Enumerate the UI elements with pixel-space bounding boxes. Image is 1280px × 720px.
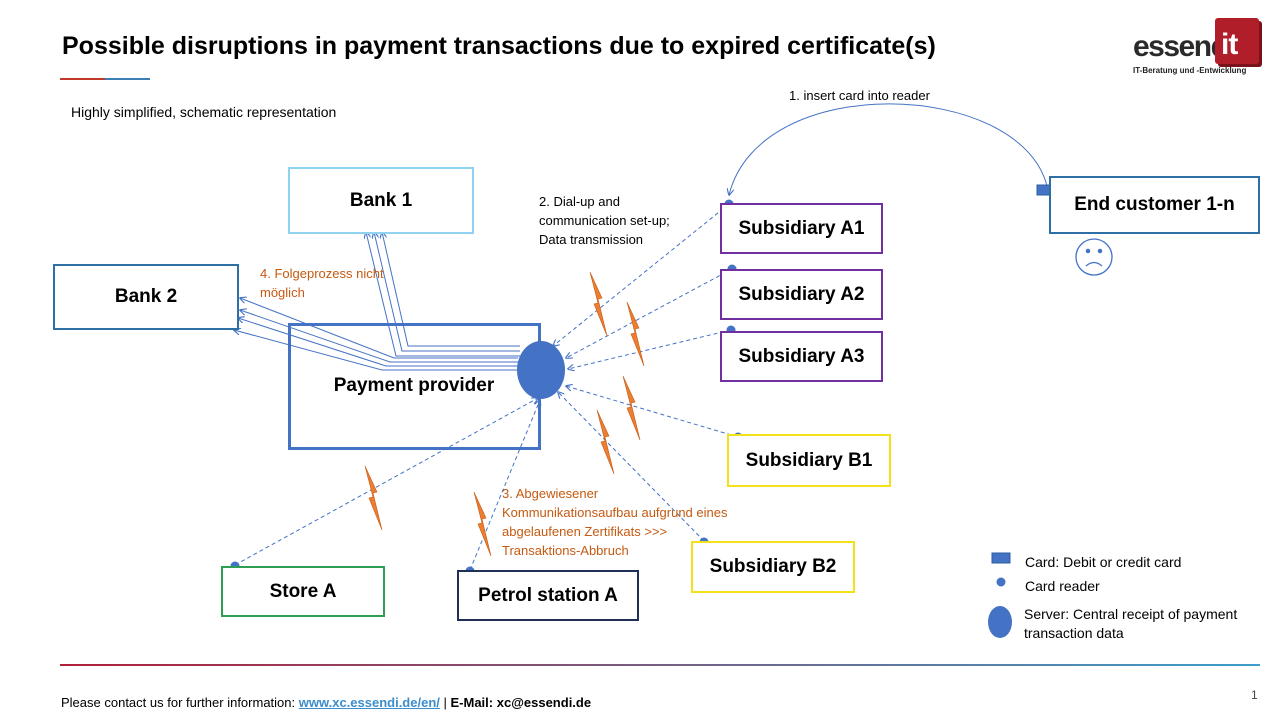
node-end-customer: End customer 1-n xyxy=(1049,176,1260,234)
line-bank1-3 xyxy=(366,232,520,357)
lightning-icon xyxy=(596,409,615,475)
dashed-connections xyxy=(234,203,739,571)
lines-to-bank1 xyxy=(366,232,520,357)
node-subsidiary-a1: Subsidiary A1 xyxy=(720,203,883,254)
node-store-a: Store A xyxy=(221,566,385,617)
node-petrol-station-a: Petrol station A xyxy=(457,570,639,621)
lightning-icon xyxy=(626,301,645,367)
footer-divider xyxy=(60,664,1260,666)
legend-server-label: Server: Central receipt of payment trans… xyxy=(1024,606,1238,641)
lightning-icon xyxy=(364,465,383,531)
title-underline xyxy=(60,78,150,80)
legend-reader-label: Card reader xyxy=(1025,578,1100,594)
footer-website-link[interactable]: www.xc.essendi.de/en/ xyxy=(298,695,440,710)
step-4-label: 4. Folgeprozess nicht möglich xyxy=(260,266,384,300)
lightning-icon xyxy=(622,375,641,441)
page-number: 1 xyxy=(1251,688,1258,702)
legend-card-label: Card: Debit or credit card xyxy=(1025,554,1182,570)
node-payment-provider: Payment provider xyxy=(333,375,495,396)
insert-card-arc xyxy=(729,103,1048,195)
logo-it-badge: it xyxy=(1215,18,1259,64)
line-bank2-3 xyxy=(238,318,518,367)
footer-email-label: E-Mail: xyxy=(450,695,494,710)
step-2-label: 2. Dial-up and communication set-up; Dat… xyxy=(539,194,670,247)
step-3-label: 3. Abgewiesener Kommunikationsaufbau auf… xyxy=(502,486,728,558)
node-payment-provider-frame xyxy=(288,323,541,450)
line-bank1-1 xyxy=(382,232,520,347)
node-subsidiary-a3: Subsidiary A3 xyxy=(720,331,883,382)
link-a2 xyxy=(566,268,733,358)
subtitle: Highly simplified, schematic representat… xyxy=(71,104,337,120)
link-a1 xyxy=(553,203,730,346)
link-petrol-a xyxy=(469,400,540,571)
server-icon xyxy=(517,341,565,399)
link-b1 xyxy=(566,386,739,438)
node-bank-1: Bank 1 xyxy=(288,167,474,234)
legend-card-reader-icon xyxy=(996,577,1006,587)
footer-email[interactable]: xc@essendi.de xyxy=(496,695,592,710)
essendi-logo: essendi it IT-Beratung und -Entwicklung xyxy=(1133,18,1263,78)
lightning-group xyxy=(364,271,645,557)
page-title: Possible disruptions in payment transact… xyxy=(62,32,936,60)
node-bank-2: Bank 2 xyxy=(53,264,239,330)
node-subsidiary-b2: Subsidiary B2 xyxy=(691,541,855,593)
line-bank2-4 xyxy=(234,330,518,371)
node-subsidiary-b1: Subsidiary B1 xyxy=(727,434,891,487)
footer-prefix: Please contact us for further informatio… xyxy=(61,695,296,710)
line-bank2-1 xyxy=(240,298,518,359)
legend-card-icon xyxy=(991,552,1011,564)
lightning-icon xyxy=(473,491,492,557)
node-subsidiary-a2: Subsidiary A2 xyxy=(720,269,883,320)
legend-server-icon xyxy=(988,606,1012,638)
sad-face-icon xyxy=(1075,238,1113,276)
link-store-a xyxy=(234,398,538,566)
logo-tagline: IT-Beratung und -Entwicklung xyxy=(1133,66,1247,75)
step-1-label: 1. insert card into reader xyxy=(789,88,930,103)
lightning-icon xyxy=(589,271,608,337)
footer: Please contact us for further informatio… xyxy=(61,695,592,710)
line-bank1-2 xyxy=(374,232,520,352)
link-a3 xyxy=(568,329,732,369)
